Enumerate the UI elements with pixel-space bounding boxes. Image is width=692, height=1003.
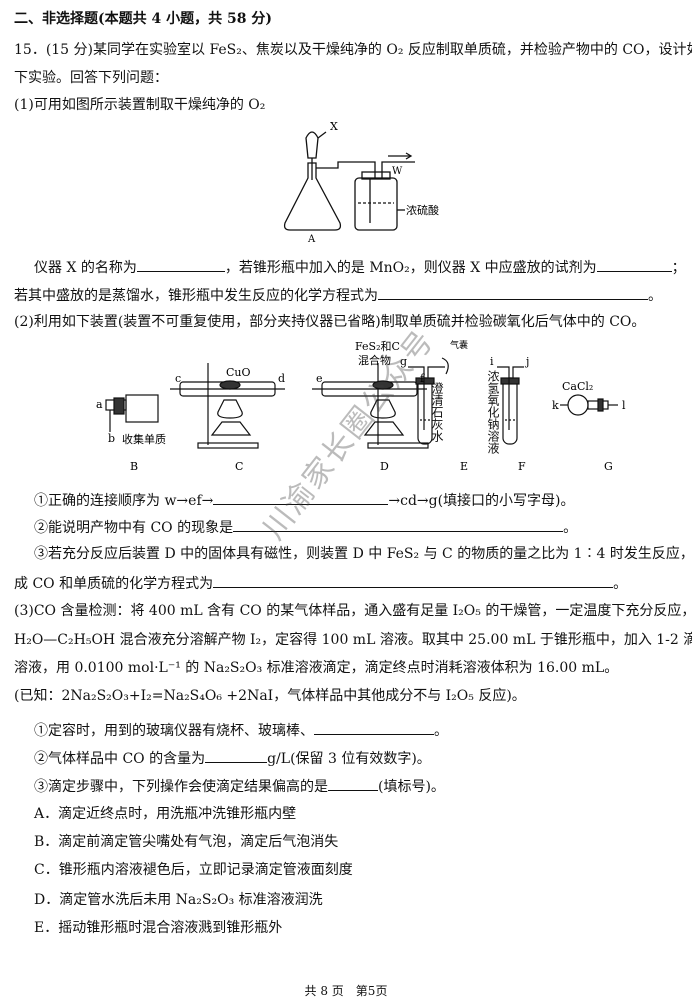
part-3-q1: ①定容时，用到的玻璃仪器有烧杯、玻璃棒、 。 xyxy=(34,720,448,740)
part-3-line-2: H₂O—C₂H₅OH 混合液充分溶解产物 I₂，定容得 100 mL 溶液。取其… xyxy=(14,632,692,648)
text: 。 xyxy=(563,520,578,536)
question-15-intro-cont: 下实验。回答下列问题： xyxy=(14,70,168,86)
option-d: D．滴定管水洗后未用 Na₂S₂O₃ 标准溶液润洗 xyxy=(34,892,323,908)
text: ②能说明产物中有 CO 的现象是 xyxy=(34,520,234,536)
part-3-given: (已知：2Na₂S₂O₃+I₂=Na₂S₄O₆ +2NaI，气体样品中其他成分不… xyxy=(14,688,526,704)
part-2-q2: ②能说明产物中有 CO 的现象是 。 xyxy=(34,517,577,537)
text: 。 xyxy=(434,723,448,739)
answer-blank-instrument-x[interactable] xyxy=(136,257,225,272)
text: →cd→g(填接口的小写字母)。 xyxy=(388,493,575,509)
answer-blank-phenomenon[interactable] xyxy=(233,517,564,532)
label-fes2-c: FeS₂和C xyxy=(355,340,400,353)
label-w: W xyxy=(392,166,403,177)
part-1-line-1: 仪器 X 的名称为 ，若锥形瓶中加入的是 MnO₂，则仪器 X 中应盛放的试剂为 ； xyxy=(34,257,686,277)
text: 成 CO 和单质硫的化学方程式为 xyxy=(14,576,214,592)
port-i: i xyxy=(490,355,494,368)
option-a: A．滴定近终点时，用洗瓶冲洗锥形瓶内壁 xyxy=(34,806,297,822)
label-g: G xyxy=(604,460,613,473)
port-l: l xyxy=(622,399,626,412)
figure-apparatus-b-to-g: a b 收集单质 c d CuO e f FeS₂和C 混合物 g 气囊 i j… xyxy=(96,340,626,473)
label-f: F xyxy=(518,460,526,473)
separatory-funnel-icon xyxy=(305,131,319,159)
text: ； xyxy=(671,260,686,276)
collection-bottle-icon xyxy=(125,394,159,423)
text: 若其中盛放的是蒸馏水，锥形瓶中发生反应的化学方程式为 xyxy=(14,288,378,304)
port-k: k xyxy=(552,399,559,412)
option-c: C．锥形瓶内溶液褪色后，立即记录滴定管液面刻度 xyxy=(34,862,353,878)
text: (填标号)。 xyxy=(378,779,445,795)
answer-blank-co-content[interactable] xyxy=(205,748,268,763)
label-e: E xyxy=(460,460,468,473)
label-conc-sulfuric-acid: 浓硫酸 xyxy=(406,203,439,217)
text: 。 xyxy=(613,576,628,592)
text: g/L(保留 3 位有效数字)。 xyxy=(267,751,431,767)
answer-blank-equation[interactable] xyxy=(378,285,648,300)
label-naoh: 浓氢氧化钠溶液 xyxy=(486,370,500,454)
label-c: C xyxy=(235,460,243,473)
port-d: d xyxy=(278,372,285,385)
label-gas-bag: 气囊 xyxy=(450,340,468,351)
part-3-line-1: (3)CO 含量检测：将 400 mL 含有 CO 的某气体样品，通入盛有足量 … xyxy=(14,603,692,619)
label-cuo: CuO xyxy=(226,366,251,379)
part-2-q3: ③若充分反应后装置 D 中的固体具有磁性，则装置 D 中 FeS₂ 与 C 的物… xyxy=(34,546,692,562)
label-b: B xyxy=(130,460,138,473)
text: 。 xyxy=(648,288,662,304)
label-limewater: 澄清石灰水 xyxy=(430,382,444,442)
option-b: B．滴定前滴定管尖嘴处有气泡，滴定后气泡消失 xyxy=(34,834,339,850)
text: 仪器 X 的名称为 xyxy=(34,260,137,276)
port-a: a xyxy=(96,398,103,411)
part-3-q3: ③滴定步骤中，下列操作会使滴定结果偏高的是 (填标号)。 xyxy=(34,776,445,796)
text: ①定容时，用到的玻璃仪器有烧杯、玻璃棒、 xyxy=(34,723,314,739)
section-title: 二、非选择题(本题共 4 小题，共 58 分) xyxy=(14,11,272,27)
figure-oxygen-apparatus: X W A 浓硫酸 xyxy=(283,120,439,243)
port-j: j xyxy=(524,355,529,368)
part-1-title: (1)可用如图所示装置制取干燥纯净的 O₂ xyxy=(14,97,266,113)
label-a: A xyxy=(307,234,316,243)
label-cacl2: CaCl₂ xyxy=(562,380,593,393)
text: ①正确的连接顺序为 w→ef→ xyxy=(34,493,214,509)
part-3-line-3: 溶液，用 0.0100 mol·L⁻¹ 的 Na₂S₂O₃ 标准溶液滴定，滴定终… xyxy=(14,660,619,676)
text: ，若锥形瓶中加入的是 MnO₂，则仪器 X 中应盛放的试剂为 xyxy=(224,260,597,276)
answer-blank-option[interactable] xyxy=(328,776,378,791)
question-15-intro: 15．(15 分)某同学在实验室以 FeS₂、焦炭以及干燥纯净的 O₂ 反应制取… xyxy=(14,42,692,58)
port-f: f xyxy=(420,372,425,385)
part-2-q3-cont: 成 CO 和单质硫的化学方程式为 。 xyxy=(14,573,627,593)
text: ③滴定步骤中，下列操作会使滴定结果偏高的是 xyxy=(34,779,328,795)
label-collect-sulfur: 收集单质 xyxy=(122,432,166,446)
label-mixture: 混合物 xyxy=(358,353,391,367)
gas-washing-bottle-icon xyxy=(354,177,398,231)
option-e: E．摇动锥形瓶时混合溶液溅到锥形瓶外 xyxy=(34,920,283,936)
port-c: c xyxy=(175,372,181,385)
part-2-title: (2)利用如下装置(装置不可重复使用，部分夹持仪器已省略)制取单质硫并检验碳氧化… xyxy=(14,314,646,330)
answer-blank-order[interactable] xyxy=(213,490,389,505)
page-footer: 共 8 页 第5页 xyxy=(304,984,388,998)
label-d: D xyxy=(380,460,389,473)
port-e: e xyxy=(316,372,323,385)
answer-blank-glassware[interactable] xyxy=(314,720,434,735)
port-g: g xyxy=(400,355,407,368)
part-3-q2: ②气体样品中 CO 的含量为 g/L(保留 3 位有效数字)。 xyxy=(34,748,431,768)
part-1-line-2: 若其中盛放的是蒸馏水，锥形瓶中发生反应的化学方程式为 。 xyxy=(14,285,662,305)
port-b: b xyxy=(108,432,115,445)
part-2-q1: ①正确的连接顺序为 w→ef→ →cd→g(填接口的小写字母)。 xyxy=(34,490,575,510)
text: ②气体样品中 CO 的含量为 xyxy=(34,751,206,767)
answer-blank-equation-2[interactable] xyxy=(213,573,614,588)
label-x: X xyxy=(330,120,338,133)
conical-flask-icon xyxy=(283,162,342,231)
answer-blank-reagent[interactable] xyxy=(596,257,672,272)
